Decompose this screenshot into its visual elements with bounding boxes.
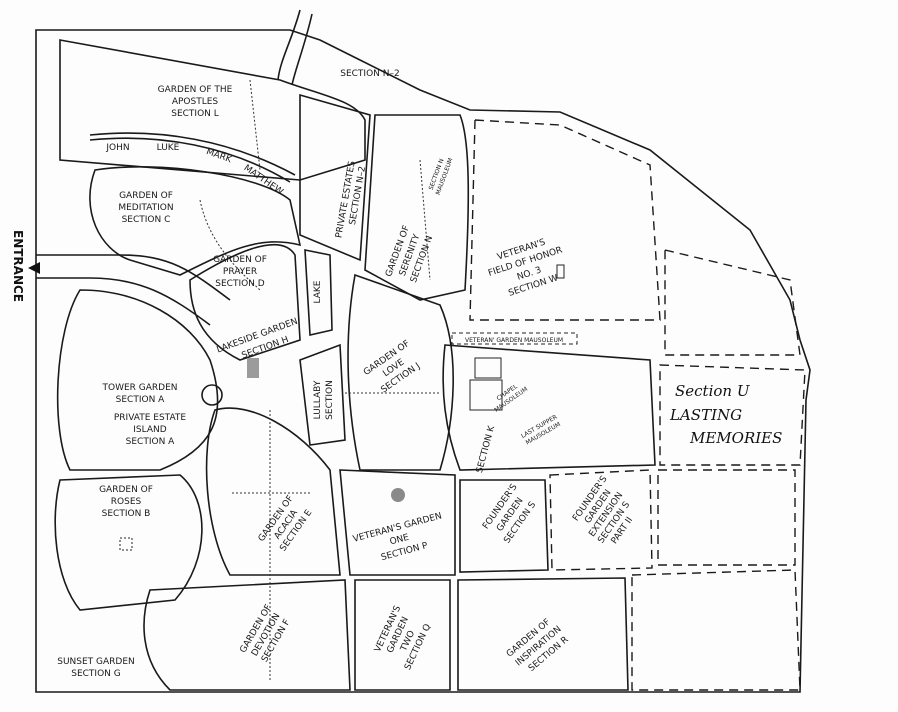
section-n2-label: SECTION N–2 bbox=[340, 69, 399, 79]
roses-block bbox=[54, 474, 203, 611]
lullaby-block bbox=[299, 343, 346, 446]
veterans-one-block bbox=[339, 469, 456, 576]
island-line-2: ISLAND bbox=[133, 425, 166, 435]
footpath-6 bbox=[249, 79, 261, 171]
chapel-building bbox=[474, 357, 502, 379]
right-dashed-lot-3 bbox=[631, 569, 801, 691]
footpath-5 bbox=[419, 159, 431, 281]
entrance-road bbox=[36, 254, 231, 301]
sunset-line-2: SECTION G bbox=[71, 669, 121, 679]
private-estates-block bbox=[299, 93, 371, 262]
meditation-line-3: SECTION C bbox=[122, 215, 171, 225]
roses-line-3: SECTION B bbox=[102, 509, 151, 519]
meditation-line-2: MEDITATION bbox=[118, 203, 173, 213]
veterans-one-line-3: SECTION P bbox=[380, 541, 429, 563]
lake-outline bbox=[304, 249, 333, 336]
sunset-line-1: SUNSET GARDEN bbox=[57, 657, 135, 667]
lasting-line-1: LASTING bbox=[669, 406, 742, 424]
tower-line-2: SECTION A bbox=[116, 395, 166, 405]
lullaby-line-2: SECTION bbox=[325, 380, 335, 420]
meditation-block bbox=[89, 166, 302, 276]
right-dashed-lot-2 bbox=[657, 469, 796, 566]
love-block bbox=[347, 273, 454, 471]
inspiration-block bbox=[457, 577, 629, 691]
apostles-path-b bbox=[89, 137, 291, 183]
veterans-one-marker bbox=[391, 488, 405, 502]
tower-block bbox=[56, 289, 219, 471]
section-k-label: SECTION K bbox=[475, 424, 497, 474]
veterans-two-block bbox=[354, 579, 451, 691]
prayer-line-1: GARDEN OF bbox=[213, 255, 267, 265]
tower-marker bbox=[247, 358, 259, 378]
lasting-line-2: MEMORIES bbox=[689, 429, 782, 447]
apostles-path-a bbox=[89, 132, 296, 176]
lake-label: LAKE bbox=[313, 280, 323, 303]
tower-line-1: TOWER GARDEN bbox=[101, 383, 177, 393]
roses-line-1: GARDEN OF bbox=[99, 485, 153, 495]
prayer-line-2: PRAYER bbox=[223, 267, 257, 277]
section-w-marker bbox=[556, 264, 565, 279]
veterans-field-block bbox=[469, 119, 661, 321]
prayer-line-3: SECTION D bbox=[215, 279, 265, 289]
lullaby-line-1: LULLABY bbox=[313, 380, 323, 419]
entrance-label: ENTRANCE bbox=[11, 230, 25, 302]
veterans-mausoleum-bar bbox=[451, 332, 578, 345]
north-road bbox=[277, 9, 301, 81]
founders-block bbox=[459, 479, 549, 573]
serenity-block bbox=[364, 114, 470, 301]
island-line-1: PRIVATE ESTATE bbox=[114, 413, 187, 423]
entrance-road-2 bbox=[36, 277, 211, 326]
veterans-mausoleum-label: VETERAN' GARDEN MAUSOLEUM bbox=[465, 337, 563, 344]
property-boundary bbox=[35, 29, 811, 693]
prayer-block bbox=[189, 244, 301, 361]
apostles-line-2: APOSTLES bbox=[172, 97, 219, 107]
acacia-block bbox=[205, 407, 341, 576]
apostles-line-3: SECTION L bbox=[171, 109, 219, 119]
section-k-block bbox=[442, 344, 656, 471]
footpath-1 bbox=[199, 199, 261, 291]
luke-label: LUKE bbox=[157, 143, 180, 153]
veterans-one-line-2: ONE bbox=[389, 533, 411, 548]
roses-line-2: ROSES bbox=[111, 497, 142, 507]
right-dashed-lot-1 bbox=[664, 249, 801, 356]
john-label: JOHN bbox=[105, 143, 129, 153]
founders-ext-block bbox=[549, 469, 653, 571]
north-road-2 bbox=[291, 13, 313, 86]
island-line-3: SECTION A bbox=[126, 437, 176, 447]
section-u-label: Section U bbox=[675, 382, 751, 400]
meditation-line-1: GARDEN OF bbox=[119, 191, 173, 201]
chapel-outline bbox=[469, 379, 503, 411]
roses-marker bbox=[119, 537, 133, 551]
mark-label: MARK bbox=[205, 147, 234, 166]
apostles-line-1: GARDEN OF THE bbox=[158, 85, 233, 95]
apostles-block bbox=[59, 39, 366, 181]
island-circle bbox=[201, 384, 223, 406]
entrance-arrow-icon bbox=[28, 262, 40, 274]
devotion-block bbox=[143, 579, 351, 691]
lasting-memories-lot bbox=[659, 364, 806, 466]
